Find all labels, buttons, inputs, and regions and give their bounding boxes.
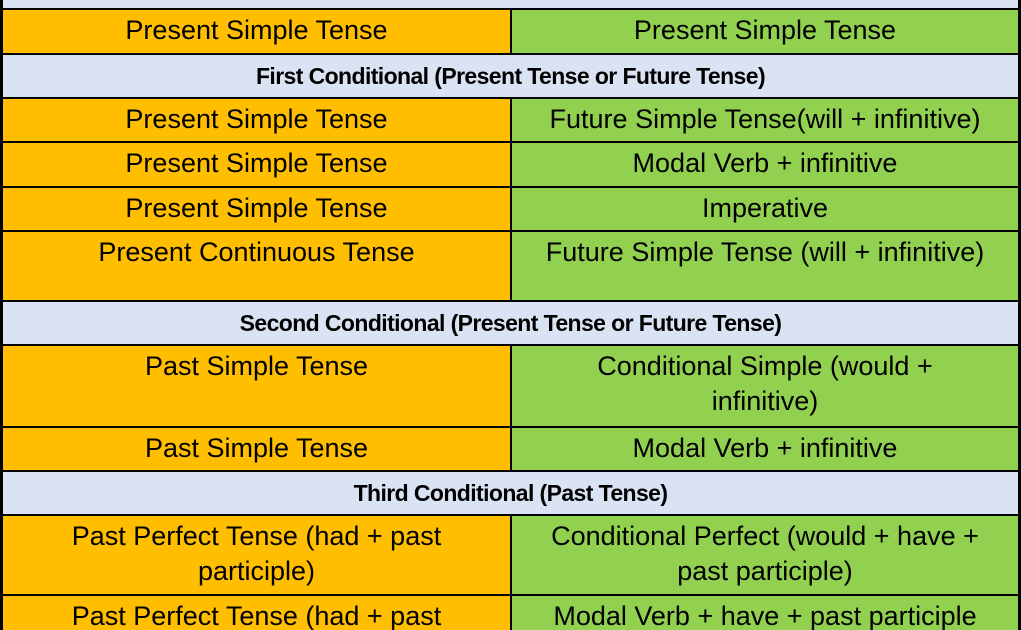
main-clause-cell: Imperative xyxy=(512,188,1018,230)
if-clause-cell: Present Continuous Tense xyxy=(3,232,512,300)
table-row: Present Simple Tense Imperative xyxy=(3,188,1018,232)
section-header-first-conditional: First Conditional (Present Tense or Futu… xyxy=(3,55,1018,97)
main-clause-cell: Conditional Perfect (would + have + past… xyxy=(512,516,1018,594)
if-clause-cell: Past Perfect Tense (had + past participl… xyxy=(3,516,512,594)
main-clause-cell: Modal Verb + have + past participle xyxy=(512,596,1018,630)
section-header-row: Second Conditional (Present Tense or Fut… xyxy=(3,302,1018,346)
main-clause-cell: Future Simple Tense(will + infinitive) xyxy=(512,99,1018,141)
if-clause-cell: Past Perfect Tense (had + past xyxy=(3,596,512,630)
table-row: Past Simple Tense Modal Verb + infinitiv… xyxy=(3,428,1018,472)
section-header-third-conditional: Third Conditional (Past Tense) xyxy=(3,472,1018,514)
table-row: Past Perfect Tense (had + past Modal Ver… xyxy=(3,596,1018,630)
if-clause-cell: Present Simple Tense xyxy=(3,143,512,186)
if-clause-cell: Present Simple Tense xyxy=(3,99,512,141)
table-row: Present Simple Tense Present Simple Tens… xyxy=(3,10,1018,55)
section-header-row: First Conditional (Present Tense or Futu… xyxy=(3,55,1018,99)
main-clause-cell: Conditional Simple (would + infinitive) xyxy=(512,346,1018,426)
if-clause-cell: Present Simple Tense xyxy=(3,10,512,53)
section-header-row: Third Conditional (Past Tense) xyxy=(3,472,1018,516)
table-row-partial-header xyxy=(3,0,1018,10)
table-row: Past Simple Tense Conditional Simple (wo… xyxy=(3,346,1018,428)
main-clause-cell: Future Simple Tense (will + infinitive) xyxy=(512,232,1018,300)
if-clause-cell: Present Simple Tense xyxy=(3,188,512,230)
main-clause-cell: Present Simple Tense xyxy=(512,10,1018,53)
table-row: Past Perfect Tense (had + past participl… xyxy=(3,516,1018,596)
table-row: Present Simple Tense Future Simple Tense… xyxy=(3,99,1018,143)
main-clause-cell: Modal Verb + infinitive xyxy=(512,143,1018,186)
table-row: Present Simple Tense Modal Verb + infini… xyxy=(3,143,1018,188)
section-header-second-conditional: Second Conditional (Present Tense or Fut… xyxy=(3,302,1018,344)
if-clause-cell: Past Simple Tense xyxy=(3,346,512,426)
table-row: Present Continuous Tense Future Simple T… xyxy=(3,232,1018,302)
main-clause-cell: Modal Verb + infinitive xyxy=(512,428,1018,470)
if-clause-cell: Past Simple Tense xyxy=(3,428,512,470)
